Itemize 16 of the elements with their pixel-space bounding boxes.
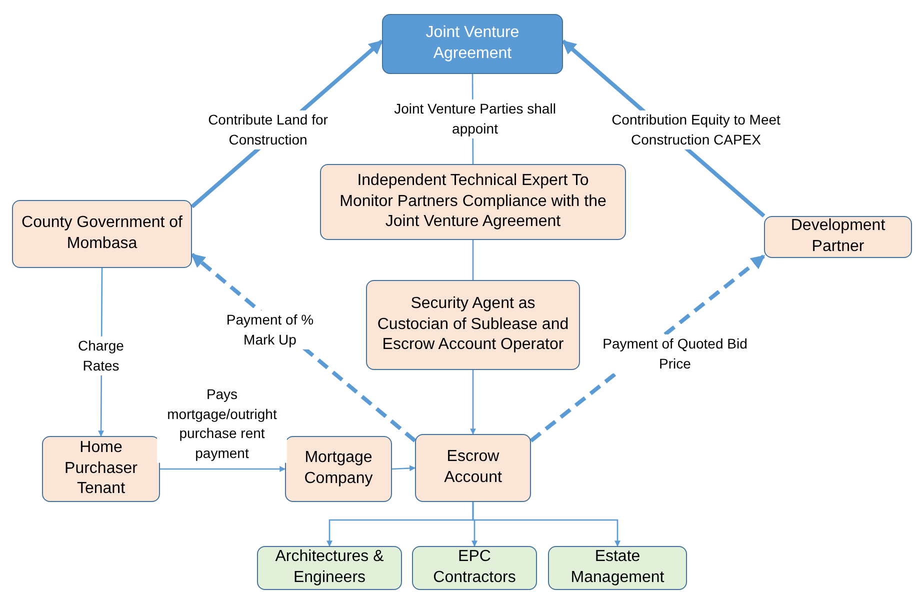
process-box: EPC Contractors	[412, 546, 537, 590]
connector-line	[472, 240, 474, 280]
process-box: Joint Venture Agreement	[382, 14, 563, 74]
process-box: Escrow Account	[415, 434, 531, 502]
arrow	[392, 465, 416, 472]
process-box: Mortgage Company	[285, 436, 392, 502]
process-box: Home Purchaser Tenant	[42, 436, 160, 502]
arrow	[472, 502, 620, 547]
process-box: Architectures & Engineers	[257, 546, 402, 590]
process-box: Estate Management	[548, 546, 687, 590]
process-box: Security Agent as Custocian of Sublease and Escrow Account Operator	[366, 280, 580, 370]
process-box: Independent Technical Expert To Monitor Partners Compliance with the Joint Venture Agreement	[320, 164, 626, 240]
process-box: County Government of Mombasa	[12, 200, 192, 268]
arrow	[160, 466, 286, 472]
arrow	[470, 370, 476, 435]
process-box: Development Partner	[764, 216, 912, 258]
